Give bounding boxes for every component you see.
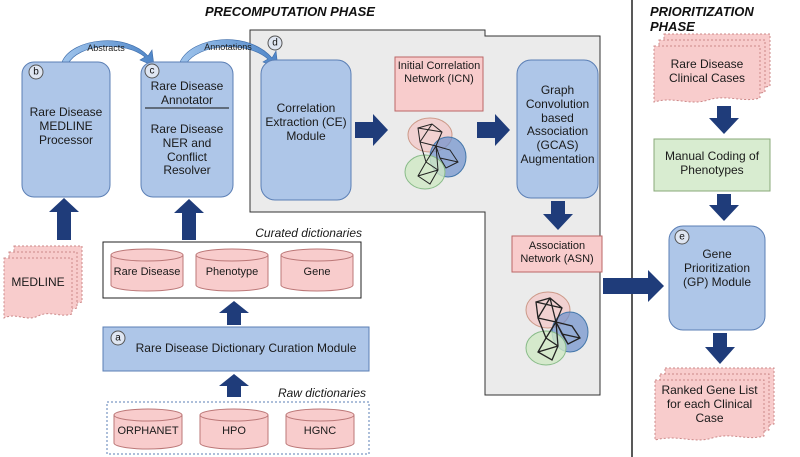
arrow-down-clinical — [709, 106, 739, 134]
badge-e: e — [674, 229, 690, 245]
svg-text:b: b — [33, 67, 39, 78]
curation-module-label: Rare Disease Dictionary Curation Module — [135, 341, 357, 355]
ner-label: Rare Disease NER and Conflict Resolver — [150, 122, 224, 178]
arrow-up-curated — [174, 199, 204, 240]
ce-module-label: Correlation Extraction (CE) Module — [265, 101, 347, 143]
gcas-module-box — [516, 59, 599, 199]
abstracts-label: Abstracts — [87, 43, 125, 53]
clinical-cases-documents — [653, 33, 771, 103]
icn-label: Initial Correlation Network (ICN) — [397, 60, 481, 85]
curated-item-gene: Gene — [303, 266, 331, 278]
cylinder-hgnc — [285, 408, 355, 450]
gcas-module-label: Graph Convolution based Association (GCA… — [520, 83, 595, 166]
arrow-up-curation — [219, 301, 249, 325]
badge-c: c — [144, 63, 160, 79]
arrow-right-gcas — [477, 114, 510, 146]
svg-text:a: a — [115, 333, 121, 344]
arrow-up-raw — [219, 374, 249, 397]
raw-item-hgnc: HGNC — [303, 425, 337, 437]
arrow-down-manual — [709, 194, 739, 221]
curated-dictionaries-title: Curated dictionaries — [255, 226, 362, 240]
arrow-down-gcas — [543, 201, 573, 230]
badge-a: a — [110, 330, 126, 346]
cylinder-gene — [280, 248, 354, 292]
asn-label: Association Network (ASN) — [520, 240, 594, 265]
arrow-down-gp — [705, 333, 735, 364]
cylinder-hpo — [199, 408, 269, 450]
icn-network-graphic — [404, 117, 467, 190]
manual-coding-box — [653, 138, 771, 192]
badge-d: d — [267, 35, 283, 51]
annotator-box — [140, 61, 234, 198]
cylinder-rare-disease — [110, 248, 184, 292]
asn-box — [511, 235, 603, 273]
badge-b: b — [28, 64, 44, 80]
ranked-list-documents — [654, 367, 775, 441]
raw-item-orphanet: ORPHANET — [117, 425, 179, 437]
medline-label: MEDLINE — [11, 275, 65, 289]
prioritization-phase-title: PRIORITIZATION PHASE — [650, 4, 754, 34]
icn-box — [394, 56, 484, 112]
svg-text:c: c — [150, 66, 155, 77]
annotator-label: Rare Disease Annotator — [150, 79, 224, 107]
clinical-cases-label: Rare Disease Clinical Cases — [668, 57, 746, 85]
medline-processor-label: Rare Disease MEDLINE Processor — [29, 105, 103, 147]
cylinder-phenotype — [195, 248, 269, 292]
medline-documents — [3, 245, 83, 319]
raw-dictionaries-frame — [106, 401, 370, 455]
svg-text:d: d — [272, 38, 278, 49]
svg-text:e: e — [679, 232, 685, 243]
raw-item-hpo: HPO — [222, 425, 246, 437]
curated-dictionaries-frame — [102, 241, 362, 299]
arrow-up-medline — [49, 198, 79, 240]
gp-module-box — [668, 225, 766, 331]
cylinder-orphanet — [113, 408, 183, 450]
ranked-list-label: Ranked Gene List for each Clinical Case — [661, 383, 758, 425]
arrow-right-ce — [355, 114, 388, 146]
asn-network-graphic — [525, 291, 589, 366]
ce-module-box — [260, 59, 352, 201]
curated-item-phenotype: Phenotype — [205, 266, 259, 278]
arrow-right-asn-to-gp — [603, 270, 664, 302]
raw-dictionaries-title: Raw dictionaries — [277, 386, 366, 400]
curated-item-rare-disease: Rare Disease — [113, 266, 181, 278]
precomputation-phase-title: PRECOMPUTATION PHASE — [205, 4, 375, 19]
gp-module-label: Gene Prioritization (GP) Module — [682, 247, 752, 289]
medline-processor-box — [21, 61, 111, 198]
manual-coding-label: Manual Coding of Phenotypes — [664, 149, 760, 177]
annotations-label: Annotations — [204, 42, 252, 52]
curation-module-box — [102, 326, 370, 372]
